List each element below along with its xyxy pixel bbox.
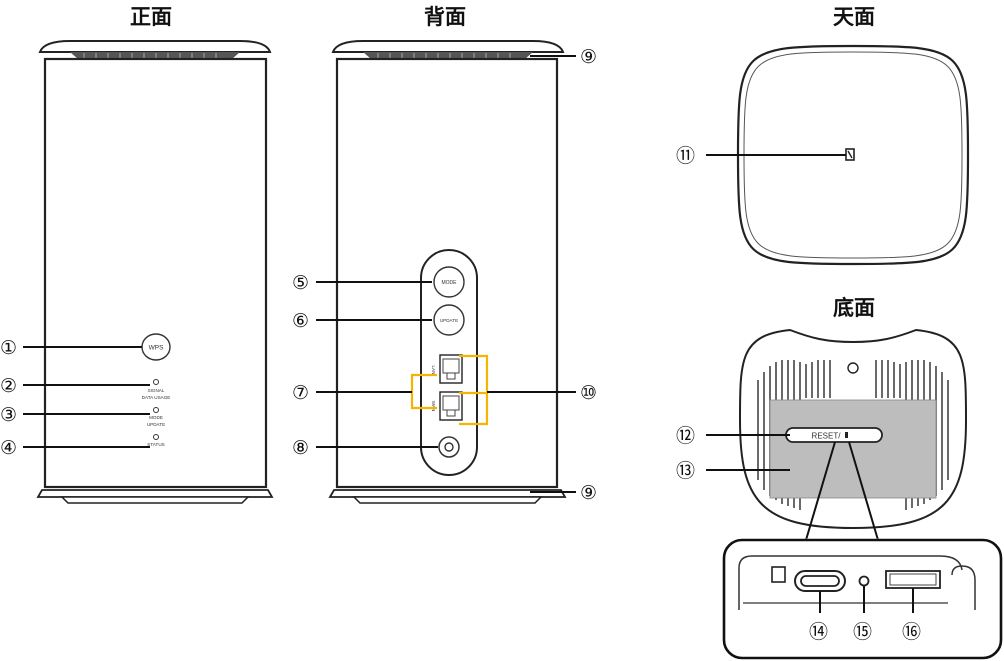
callout-10: ⑩ [580, 382, 597, 404]
reset-slot-mark [845, 432, 848, 438]
callout-3: ③ [0, 404, 17, 426]
front-body [43, 57, 268, 489]
callout-12: ⑫ [676, 425, 695, 447]
usb-c-port-inner [800, 575, 840, 587]
signal-led [153, 379, 159, 385]
top-inner-outline [743, 51, 963, 259]
mode-led-label: MODE [149, 415, 163, 420]
indicator-hole [858, 575, 870, 587]
zoom-housing-edge [738, 555, 963, 610]
bottom-view: RESET/ ⑫ ⑬ ⑭ ⑮ ⑯ [676, 328, 1003, 660]
status-led [153, 434, 159, 440]
lan-port-label: LAN [431, 366, 436, 375]
callout-9-top: ⑨ [580, 46, 597, 68]
bottom-vents-center [805, 360, 901, 398]
mode-led [153, 407, 159, 413]
bracket-10 [459, 354, 489, 426]
back-view: MODE UPDATE LAN WAN [292, 40, 597, 504]
back-top-vent [363, 52, 533, 59]
callout-7: ⑦ [292, 382, 309, 404]
top-view: ⑪ [676, 44, 970, 266]
back-top-cap [331, 40, 565, 53]
nfc-mark[interactable] [845, 148, 855, 161]
callout-13: ⑬ [676, 460, 695, 482]
zoom-square-mark [771, 566, 786, 583]
data-usage-led-label: DATA USAGE [142, 395, 171, 400]
update-button-label: UPDATE [440, 318, 458, 323]
dc-jack-pin [444, 442, 454, 452]
callout-8: ⑧ [292, 437, 309, 459]
back-base-foot [352, 496, 543, 504]
callout-1: ① [0, 337, 17, 359]
front-base [36, 489, 274, 498]
card-slot-inner [889, 573, 937, 586]
front-top-cap [38, 40, 272, 53]
heading-front: 正面 [130, 5, 172, 29]
callout-15: ⑮ [853, 621, 872, 643]
update-button[interactable] [433, 304, 465, 336]
front-base-foot [60, 496, 250, 504]
callout-14: ⑭ [809, 621, 828, 643]
lan-port[interactable] [439, 354, 463, 384]
callout-5: ⑤ [292, 272, 309, 294]
heading-back: 背面 [424, 5, 466, 29]
mode-button-label: MODE [442, 280, 458, 286]
zoom-connector [805, 441, 879, 541]
heading-bottom: 底面 [833, 296, 875, 320]
wan-port-label: WAN [431, 401, 436, 412]
heading-top: 天面 [833, 5, 875, 29]
wps-label: WPS [149, 345, 164, 352]
bottom-screw [847, 362, 859, 374]
update-led-label: UPDATE [147, 422, 165, 427]
zoom-detail-box [722, 538, 1003, 660]
front-top-vent [70, 52, 240, 59]
reset-label: RESET/ [812, 432, 842, 441]
signal-led-label: SIGNAL [148, 388, 165, 393]
callout-11: ⑪ [676, 145, 695, 167]
front-view: WPS SIGNAL DATA USAGE MODE UPDATE STATUS… [0, 40, 274, 504]
callout-16: ⑯ [902, 621, 921, 643]
callout-2: ② [0, 375, 17, 397]
callout-4: ④ [0, 437, 17, 459]
back-base [328, 489, 567, 498]
bottom-label-panel [769, 399, 937, 499]
wan-lan-port[interactable] [439, 391, 463, 421]
status-led-label: STATUS [147, 442, 164, 447]
callout-9-bottom: ⑨ [580, 482, 597, 504]
mode-button[interactable] [433, 266, 465, 298]
callout-6: ⑥ [292, 310, 309, 332]
